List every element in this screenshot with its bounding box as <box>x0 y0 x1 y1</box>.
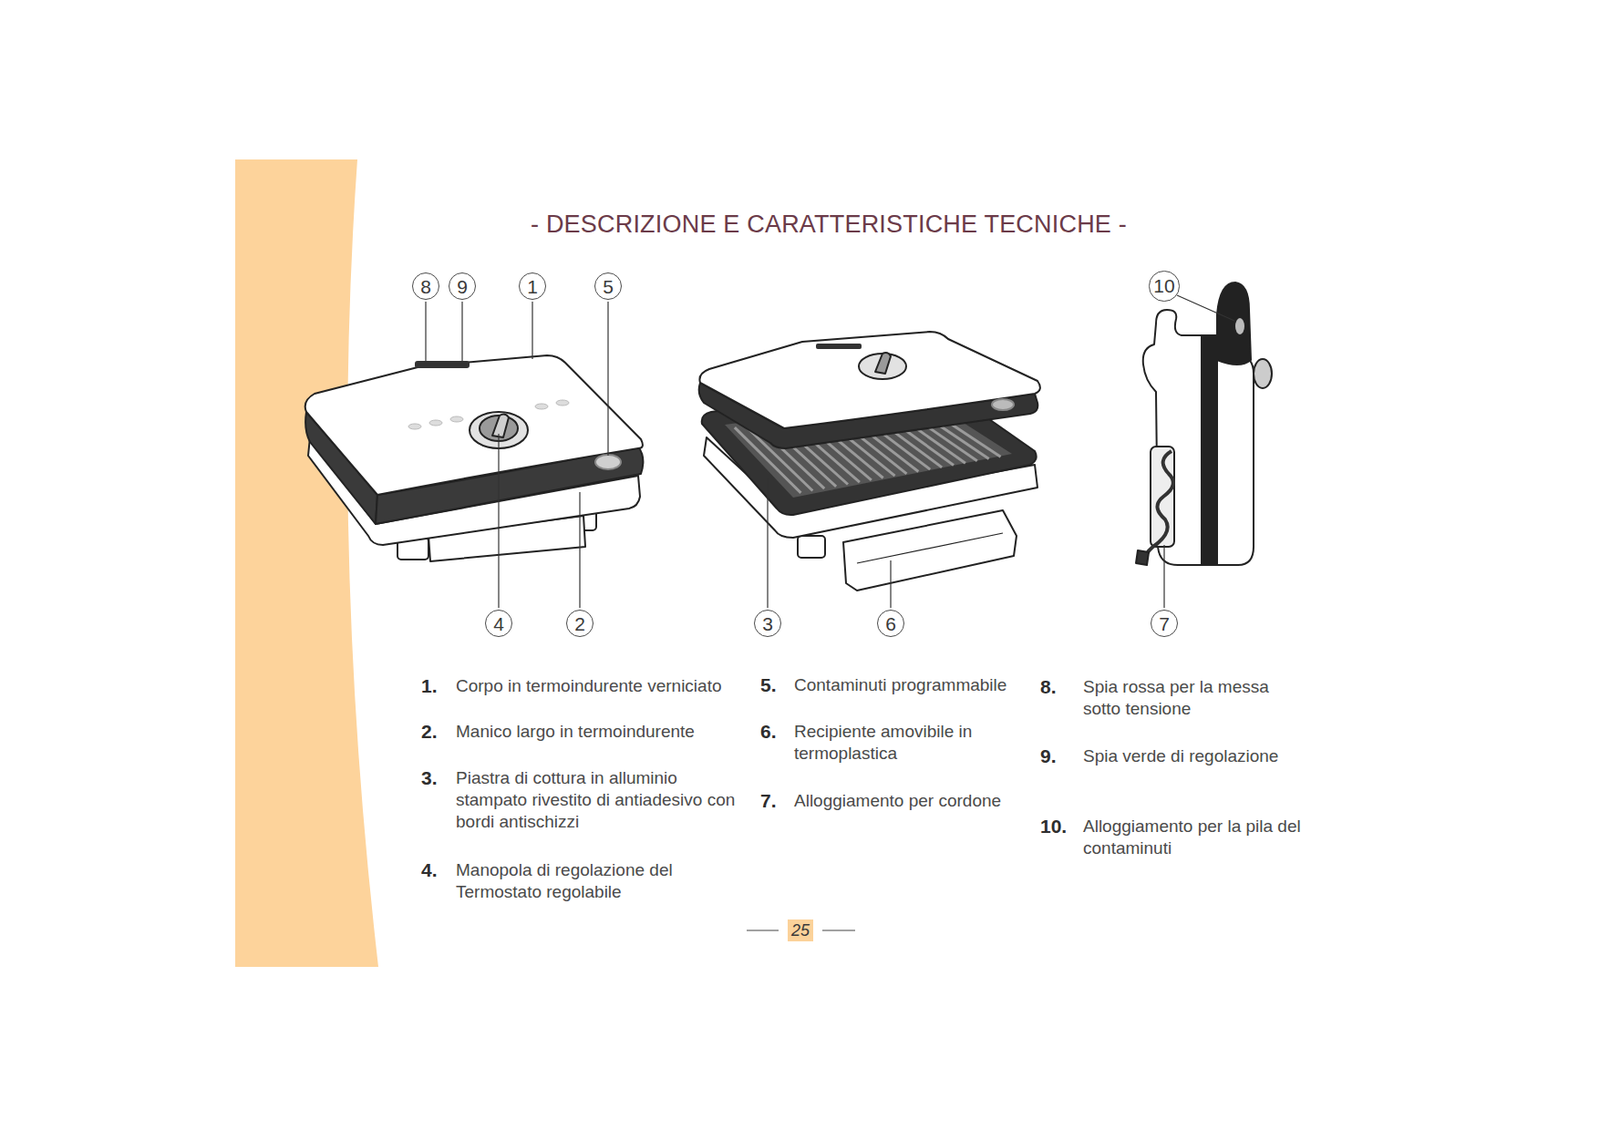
knob-ring <box>858 353 907 380</box>
node-text: 6 <box>885 614 897 634</box>
leader-line <box>497 433 499 609</box>
item-description: Manico largo in termoindurente <box>455 721 739 744</box>
callout-number: 4 <box>485 609 513 638</box>
item-number: 5. <box>760 674 777 697</box>
leader-line <box>1163 545 1165 609</box>
page-rule <box>746 929 779 931</box>
timer <box>595 454 621 470</box>
top-cap <box>1217 282 1251 365</box>
open-grill <box>699 331 1041 591</box>
callout-number: 9 <box>448 272 476 300</box>
callout-number: 1 <box>518 272 547 300</box>
page-rule <box>822 929 856 931</box>
item-number: 10. <box>1040 815 1067 838</box>
knob-grip <box>875 352 891 374</box>
leader-line <box>889 560 891 609</box>
node-text: 2 <box>574 614 586 634</box>
node-text: 1 <box>526 277 538 297</box>
item-description: Alloggiamento per cordone <box>794 790 1032 813</box>
item-description: Spia verde di regolazione <box>1083 745 1302 768</box>
page-title: - DESCRIZIONE E CARATTERISTICHE TECNICHE… <box>530 210 1127 239</box>
item-number: 4. <box>421 859 438 882</box>
plug <box>1135 550 1149 566</box>
callout-number: 10 <box>1148 270 1179 301</box>
leader-lines <box>425 295 1235 609</box>
node-text: 25 <box>791 922 810 940</box>
node-text: 4 <box>493 614 505 634</box>
leader-line <box>607 301 609 456</box>
foot <box>797 536 826 558</box>
body-left <box>1143 309 1202 566</box>
side-view <box>1135 282 1272 566</box>
leader-line <box>578 492 580 609</box>
leader-line <box>424 301 426 362</box>
side-band <box>235 159 379 968</box>
leader-line <box>1176 295 1235 321</box>
drawer <box>843 510 1017 591</box>
item-number: 1. <box>421 675 438 698</box>
node-text: 10 <box>1153 276 1175 296</box>
item-number: 6. <box>760 721 777 744</box>
lid <box>305 355 643 496</box>
cord <box>1145 451 1174 558</box>
item-description: Recipiente amovibile in termoplastica <box>794 721 1032 765</box>
item-number: 2. <box>421 721 438 744</box>
battery-compartment <box>1235 318 1245 335</box>
node-text: 3 <box>762 614 774 634</box>
item-number: 8. <box>1040 676 1057 699</box>
page-number: 25 <box>787 919 814 942</box>
leader-line <box>531 301 533 360</box>
item-description: Alloggiamento per la pila del contaminut… <box>1083 815 1302 860</box>
closed-grill <box>305 355 644 562</box>
callout-number: 3 <box>753 609 782 638</box>
node-text: 8 <box>420 277 432 297</box>
callout-number: 2 <box>566 609 594 638</box>
callout-number: 8 <box>412 272 440 300</box>
callout-number: 7 <box>1150 609 1178 638</box>
item-description: Spia rossa per la messa sotto tensione <box>1083 676 1302 721</box>
item-number: 7. <box>760 790 777 813</box>
item-description: Manopola di regolazione del Termostato r… <box>455 859 739 904</box>
item-number: 9. <box>1040 745 1057 768</box>
node-text: 7 <box>1158 614 1170 634</box>
knob-grip <box>492 413 509 438</box>
indicator-lights <box>815 343 862 350</box>
hinge-band <box>1201 335 1218 566</box>
node-text: 5 <box>602 277 614 297</box>
drawer-edge <box>856 533 1003 564</box>
knob <box>1253 359 1272 389</box>
lid <box>699 331 1040 429</box>
item-description: Piastra di cottura in alluminio stampato… <box>455 767 739 834</box>
leader-line <box>766 478 768 609</box>
item-description: Corpo in termoindurente verniciato <box>455 675 739 698</box>
item-number: 3. <box>421 767 438 790</box>
leader-line <box>461 301 463 362</box>
callout-number: 5 <box>594 272 622 300</box>
timer <box>991 399 1014 411</box>
indicator-lights <box>414 361 470 369</box>
callout-number: 6 <box>877 609 905 638</box>
node-text: 9 <box>456 277 468 297</box>
item-description: Contaminuti programmabile <box>794 674 1032 697</box>
